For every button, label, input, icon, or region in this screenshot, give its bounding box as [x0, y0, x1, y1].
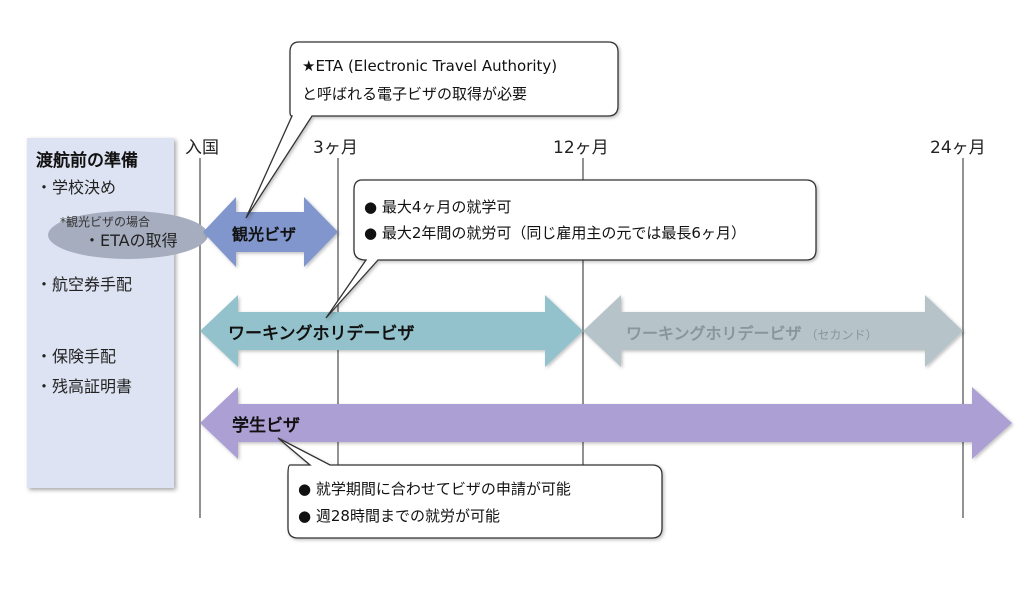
eta-callout-line-2: と呼ばれる電子ビザの取得が必要 — [302, 85, 527, 103]
tourist-visa-label: 観光ビザ — [232, 225, 296, 244]
eta-callout-bubble — [245, 41, 619, 219]
student-visa-callout: ● 就学期間に合わせてビザの申請が可能 ● 週28時間までの就労が可能 — [277, 437, 663, 539]
prep-item-insurance: ・保険手配 — [36, 347, 116, 366]
student-visa-callout-line-2: ● 週28時間までの就労が可能 — [298, 507, 500, 525]
timeline-label-24-months: 24ヶ月 — [930, 138, 986, 158]
prep-panel: 渡航前の準備 ・学校決め *観光ビザの場合 ・ETAの取得 ・航空券手配 ・保険… — [27, 138, 208, 488]
second-working-holiday-label: ワーキングホリデービザ （セカンド） — [626, 324, 878, 343]
tourist-visa-arrow-shape — [203, 197, 338, 267]
prep-panel-title: 渡航前の準備 — [36, 150, 138, 171]
student-visa-arrow-shape — [200, 387, 1012, 459]
working-holiday-arrow: ワーキングホリデービザ — [200, 295, 583, 367]
student-visa-arrow: 学生ビザ — [200, 387, 1012, 459]
second-working-holiday-arrow-shape — [583, 295, 963, 367]
prep-panel-background — [27, 138, 174, 488]
timeline-label-entry: 入国 — [185, 138, 219, 158]
working-holiday-callout-line-1: ● 最大4ヶ月の就学可 — [364, 198, 511, 216]
timeline-label-12-months: 12ヶ月 — [553, 138, 609, 158]
working-holiday-callout-line-2: ● 最大2年間の就労可（同じ雇用主の元では最長6ヶ月） — [364, 224, 746, 242]
working-holiday-arrow-shape — [200, 295, 583, 367]
second-working-holiday-arrow: ワーキングホリデービザ （セカンド） — [583, 295, 963, 367]
tourist-visa-arrow: 観光ビザ — [203, 197, 338, 267]
eta-callout: ★ETA (Electronic Travel Authority) と呼ばれる… — [245, 41, 619, 219]
prep-item-school: ・学校決め — [36, 178, 116, 197]
prep-item-bank-statement: ・残高証明書 — [36, 377, 132, 396]
eta-note-item: ・ETAの取得 — [84, 231, 178, 250]
student-visa-callout-bubble — [277, 437, 663, 539]
eta-callout-line-1: ★ETA (Electronic Travel Authority) — [302, 57, 557, 75]
second-working-holiday-name: ワーキングホリデービザ — [626, 324, 802, 343]
working-holiday-callout-bubble — [325, 179, 817, 319]
working-holiday-label: ワーキングホリデービザ — [228, 323, 415, 344]
student-visa-callout-line-1: ● 就学期間に合わせてビザの申請が可能 — [298, 480, 571, 498]
prep-item-flight: ・航空券手配 — [36, 275, 132, 294]
timeline-label-3-months: 3ヶ月 — [313, 138, 358, 158]
second-working-holiday-suffix: （セカンド） — [806, 328, 878, 342]
student-visa-label: 学生ビザ — [232, 415, 300, 436]
working-holiday-callout: ● 最大4ヶ月の就学可 ● 最大2年間の就労可（同じ雇用主の元では最長6ヶ月） — [325, 179, 817, 319]
eta-note-label: *観光ビザの場合 — [60, 214, 150, 229]
eta-note-oval — [48, 211, 208, 259]
